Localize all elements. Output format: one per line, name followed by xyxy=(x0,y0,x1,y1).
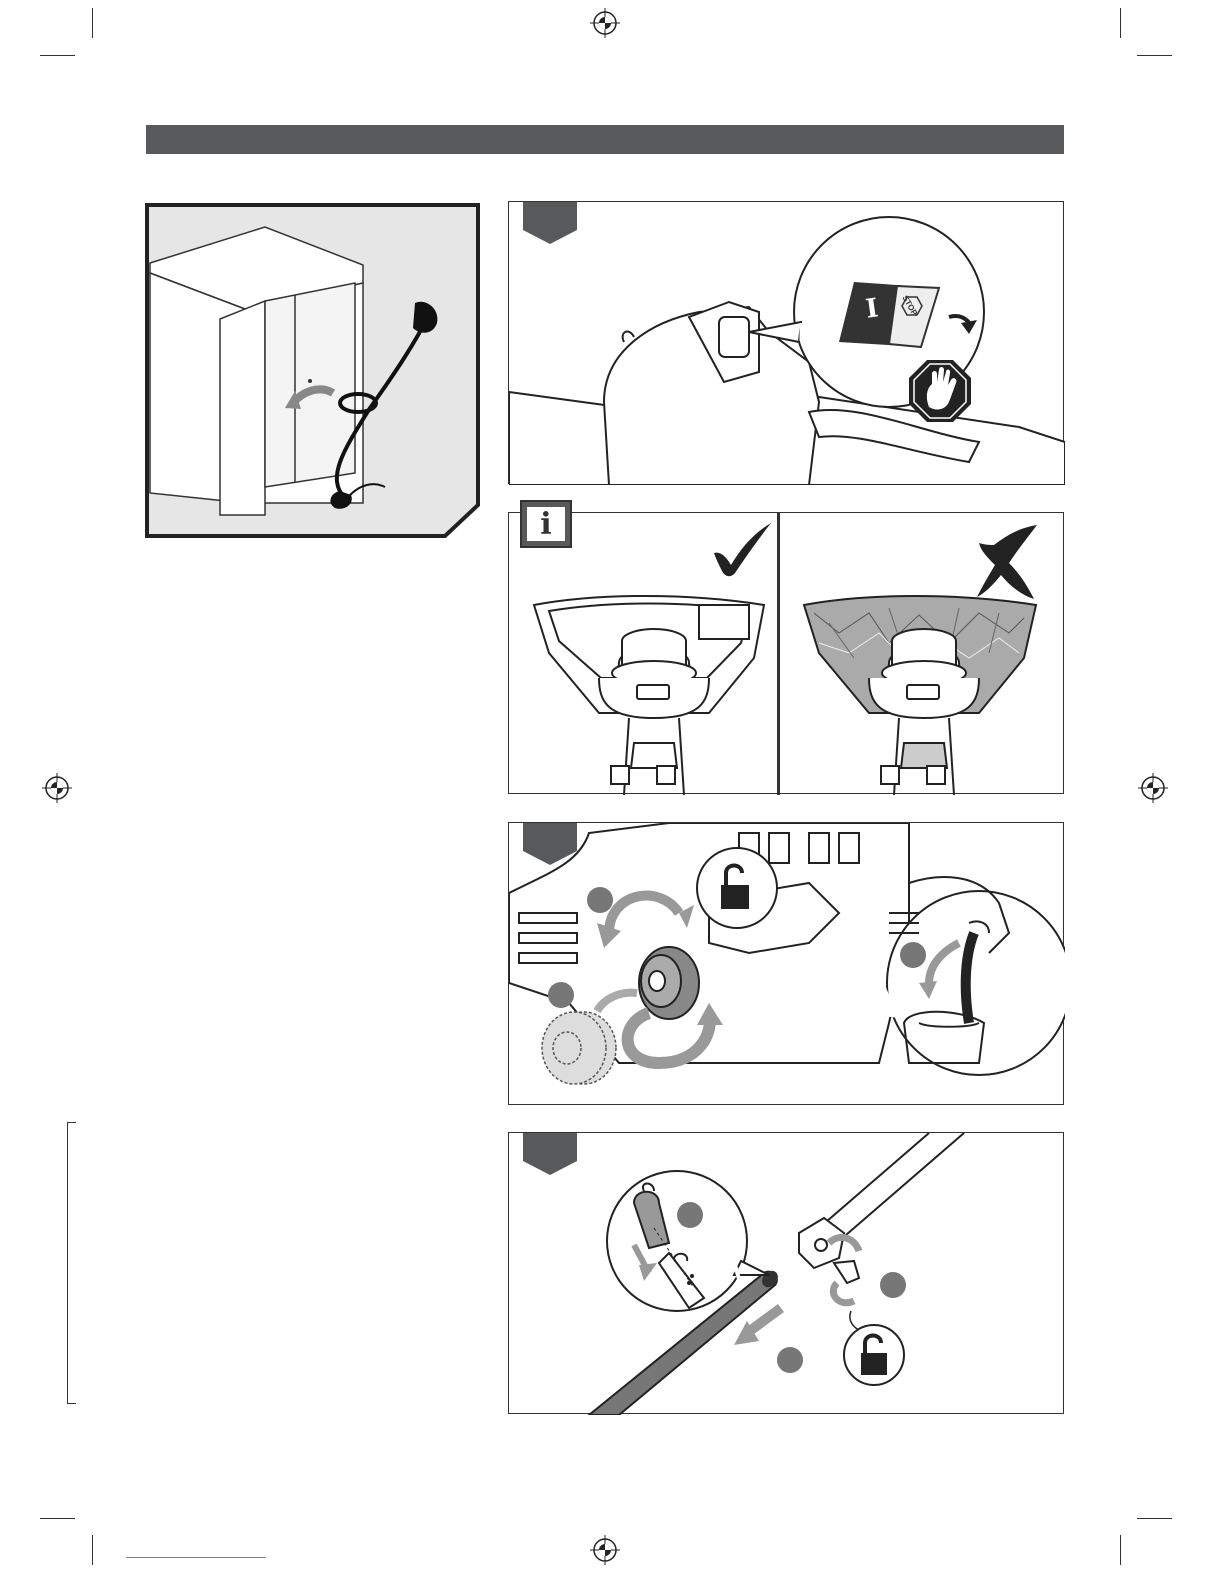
registration-mark-icon xyxy=(1138,773,1168,803)
cross-icon xyxy=(977,525,1037,599)
crop-mark-tr-h xyxy=(1137,55,1172,56)
margin-bracket xyxy=(67,1122,76,1404)
callout-dot xyxy=(880,1272,906,1298)
step-panel-air-filter xyxy=(508,822,1064,1105)
checkmark-icon xyxy=(714,523,771,576)
crop-mark-br-h xyxy=(1137,1518,1172,1519)
registration-mark-icon xyxy=(590,8,620,38)
storage-illustration-panel xyxy=(145,203,481,539)
callout-dot xyxy=(548,982,574,1008)
registration-mark-icon xyxy=(590,1535,620,1565)
callout-dot xyxy=(677,1202,703,1228)
crop-mark-bl-h xyxy=(40,1518,75,1519)
section-header-bar xyxy=(146,125,1064,154)
crop-mark-br-v xyxy=(1120,1535,1121,1565)
step-panel-stop-switch: I STOP xyxy=(508,201,1064,484)
step-panel-shaft xyxy=(508,1132,1064,1414)
info-icon: i xyxy=(520,500,572,548)
crop-mark-bl-v xyxy=(92,1535,93,1565)
callout-dot xyxy=(587,887,613,913)
crop-mark-tr-v xyxy=(1120,8,1121,38)
footer-underline xyxy=(126,1557,266,1558)
step-badge-1 xyxy=(523,202,577,244)
registration-mark-icon xyxy=(42,773,72,803)
info-glyph: i xyxy=(527,507,565,541)
crop-mark-tl-h xyxy=(40,55,75,56)
step-badge-2 xyxy=(523,823,577,865)
crop-mark-tl-v xyxy=(92,8,93,38)
callout-dot xyxy=(777,1347,803,1373)
callout-dot xyxy=(900,942,926,968)
info-comparison-panel xyxy=(508,512,1064,794)
step-badge-3 xyxy=(523,1133,577,1175)
